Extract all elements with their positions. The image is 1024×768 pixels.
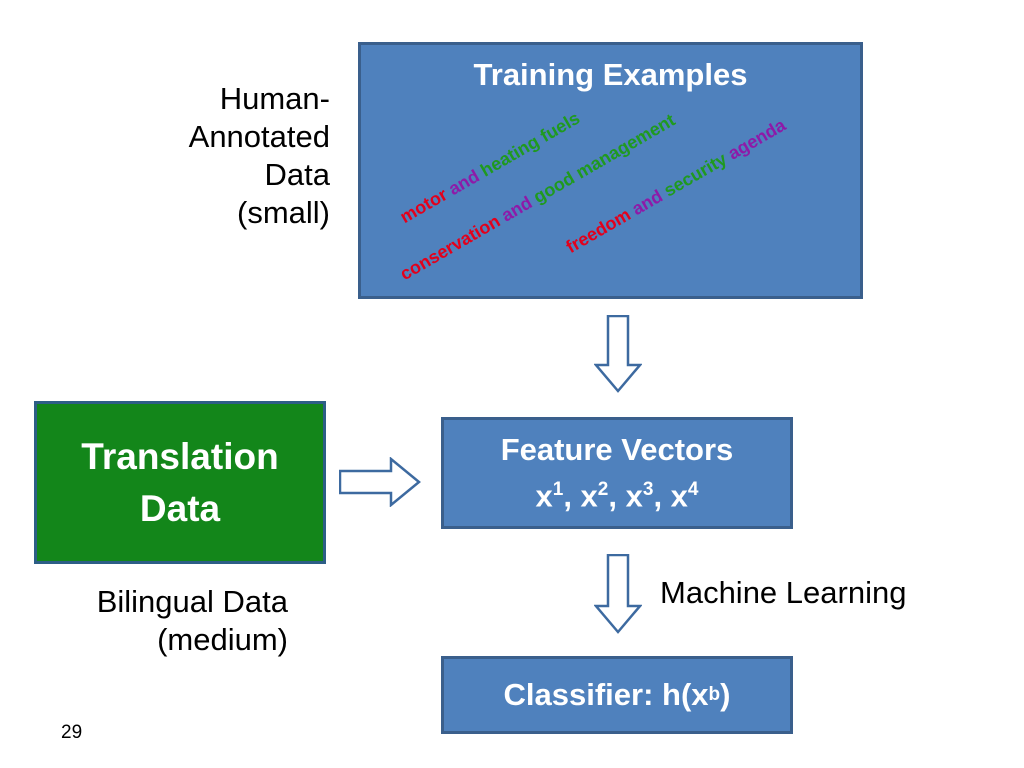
- human-label-line-1: Human-: [219, 81, 330, 116]
- right-arrow-icon: [339, 457, 421, 507]
- phrase-3-word-3: security: [660, 148, 731, 201]
- vector-1-sep: ,: [563, 478, 581, 514]
- down-arrow-icon: [594, 554, 642, 634]
- vector-1-base: x: [535, 478, 553, 514]
- bilingual-label-line-2: (medium): [157, 622, 288, 657]
- phrase-3-word-1: freedom: [562, 204, 635, 258]
- vector-3-base: x: [625, 478, 643, 514]
- translation-data-line-1: Translation: [81, 435, 279, 477]
- translation-data-box: Translation Data: [34, 401, 326, 564]
- vector-1-sup: 1: [552, 478, 564, 500]
- feature-vectors-list: x1, x2, x3, x4: [444, 470, 790, 516]
- translation-data-line-2: Data: [139, 487, 221, 529]
- vector-3-sup: 3: [642, 478, 654, 500]
- example-phrase-3: freedom and security agenda: [563, 115, 790, 258]
- vector-4-sup: 4: [687, 478, 699, 500]
- training-examples-title: Training Examples: [473, 57, 748, 92]
- phrase-3-word-4: agenda: [720, 114, 790, 167]
- human-label-line-3: Data: [264, 157, 330, 192]
- bilingual-data-label: Bilingual Data (medium): [0, 583, 288, 659]
- classifier-prefix: Classifier: h(x: [503, 677, 709, 712]
- machine-learning-label: Machine Learning: [660, 575, 907, 610]
- feature-vectors-box: Feature Vectors x1, x2, x3, x4: [441, 417, 793, 529]
- human-label-line-2: Annotated: [188, 119, 330, 154]
- phrase-1-word-1: motor: [396, 184, 451, 228]
- training-examples-box: Training Examples motor and heating fuel…: [358, 42, 863, 299]
- down-arrow-icon: [594, 315, 642, 393]
- vector-3-sep: ,: [653, 478, 671, 514]
- vector-2-sep: ,: [608, 478, 626, 514]
- feature-vectors-title: Feature Vectors: [500, 431, 734, 467]
- human-annotated-label: Human- Annotated Data (small): [70, 80, 330, 232]
- classifier-subscript: b: [708, 684, 721, 705]
- classifier-suffix: ): [720, 677, 731, 712]
- human-label-line-4: (small): [237, 195, 330, 230]
- example-phrase-1: motor and heating fuels: [397, 108, 584, 228]
- vector-4-base: x: [670, 478, 688, 514]
- vector-2-sup: 2: [597, 478, 609, 500]
- bilingual-label-line-1: Bilingual Data: [96, 584, 288, 619]
- page-number: 29: [61, 722, 83, 743]
- vector-2-base: x: [580, 478, 598, 514]
